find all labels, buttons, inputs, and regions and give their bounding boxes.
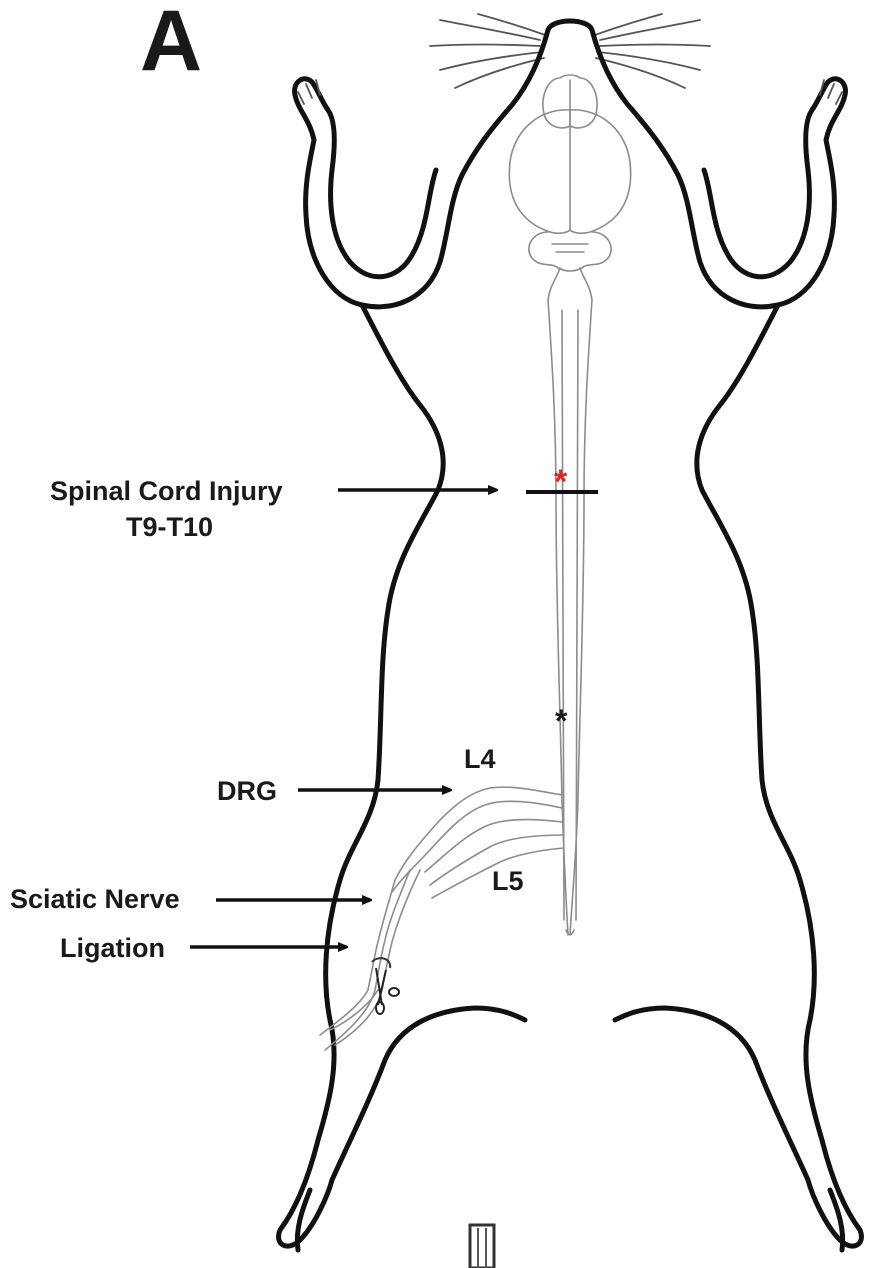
tail-base — [470, 1225, 494, 1268]
right-arm — [678, 79, 845, 307]
sciatic-nerve-label: Sciatic Nerve — [10, 884, 180, 914]
spinal-cord-injury-label: Spinal Cord Injury — [50, 476, 283, 506]
l4-label: L4 — [464, 744, 496, 774]
ligation-label: Ligation — [60, 933, 165, 963]
torso-right — [697, 305, 862, 1246]
panel-letter: A — [140, 0, 202, 89]
injury-site-marker: * — [554, 463, 568, 501]
drg-label: DRG — [217, 776, 277, 806]
left-arm — [295, 79, 462, 307]
injury-level-label: T9-T10 — [126, 512, 213, 542]
lumbar-site-marker: * — [555, 703, 568, 739]
whiskers — [430, 14, 710, 88]
l5-label: L5 — [492, 866, 524, 896]
brain — [509, 75, 630, 300]
spinal-cord — [548, 300, 592, 935]
torso-left — [279, 305, 444, 1246]
nerve-roots — [392, 787, 564, 898]
